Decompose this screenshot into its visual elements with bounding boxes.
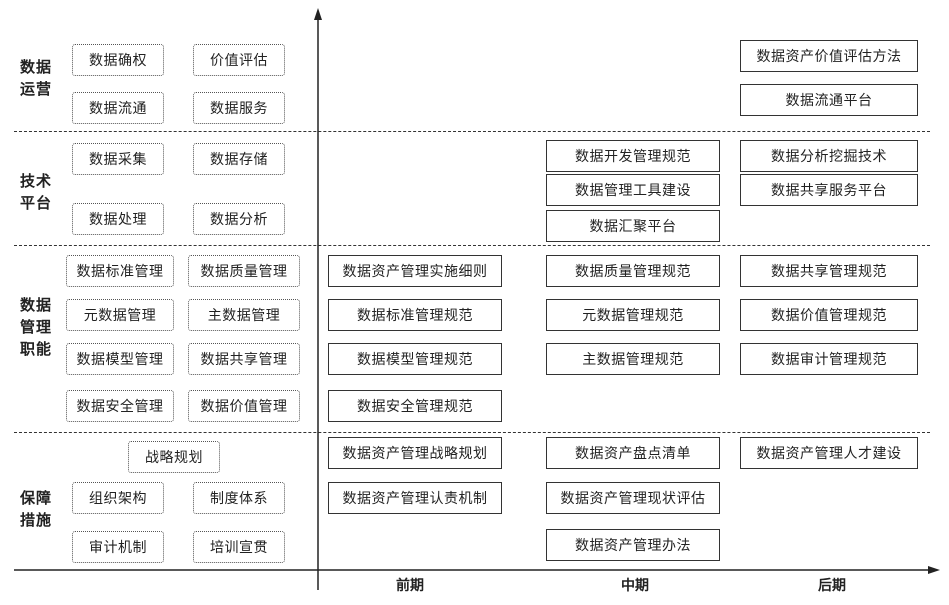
section-divider (14, 432, 930, 433)
capability-box: 数据确权 (72, 44, 164, 76)
capability-box: 培训宣贯 (193, 531, 285, 563)
late-phase-item: 数据共享服务平台 (740, 174, 918, 206)
phase-label-late: 后期 (818, 578, 846, 594)
capability-box: 审计机制 (72, 531, 164, 563)
capability-box: 元数据管理 (66, 299, 174, 331)
capability-box: 数据存储 (193, 143, 285, 175)
late-phase-item: 数据资产价值评估方法 (740, 40, 918, 72)
capability-box: 价值评估 (193, 44, 285, 76)
category-tech-platform: 技术 平台 (20, 172, 53, 212)
capability-box: 组织架构 (72, 482, 164, 514)
late-phase-item: 数据流通平台 (740, 84, 918, 116)
capability-box: 数据采集 (72, 143, 164, 175)
capability-box: 数据服务 (193, 92, 285, 124)
mid-phase-item: 数据资产管理现状评估 (546, 482, 720, 514)
mid-phase-item: 主数据管理规范 (546, 343, 720, 375)
mid-phase-item: 数据开发管理规范 (546, 140, 720, 172)
early-phase-item: 数据资产管理认责机制 (328, 482, 502, 514)
mid-phase-item: 数据质量管理规范 (546, 255, 720, 287)
late-phase-item: 数据资产管理人才建设 (740, 437, 918, 469)
capability-box: 战略规划 (128, 441, 220, 473)
category-data-operation: 数据 运营 (20, 58, 53, 98)
mid-phase-item: 数据资产管理办法 (546, 529, 720, 561)
category-data-management: 数据 管理 职能 (20, 296, 53, 358)
capability-box: 数据价值管理 (188, 390, 300, 422)
capability-box: 数据质量管理 (188, 255, 300, 287)
capability-box: 数据流通 (72, 92, 164, 124)
mid-phase-item: 元数据管理规范 (546, 299, 720, 331)
capability-box: 主数据管理 (188, 299, 300, 331)
capability-box: 数据处理 (72, 203, 164, 235)
early-phase-item: 数据安全管理规范 (328, 390, 502, 422)
mid-phase-item: 数据资产盘点清单 (546, 437, 720, 469)
late-phase-item: 数据共享管理规范 (740, 255, 918, 287)
phase-label-mid: 中期 (621, 578, 649, 594)
section-divider (14, 131, 930, 132)
early-phase-item: 数据模型管理规范 (328, 343, 502, 375)
mid-phase-item: 数据管理工具建设 (546, 174, 720, 206)
late-phase-item: 数据分析挖掘技术 (740, 140, 918, 172)
early-phase-item: 数据标准管理规范 (328, 299, 502, 331)
capability-box: 数据分析 (193, 203, 285, 235)
late-phase-item: 数据价值管理规范 (740, 299, 918, 331)
capability-box: 数据模型管理 (66, 343, 174, 375)
section-divider (14, 245, 930, 246)
capability-box: 数据标准管理 (66, 255, 174, 287)
early-phase-item: 数据资产管理实施细则 (328, 255, 502, 287)
capability-box: 数据共享管理 (188, 343, 300, 375)
capability-box: 制度体系 (193, 482, 285, 514)
category-safeguards: 保障 措施 (20, 489, 53, 529)
capability-box: 数据安全管理 (66, 390, 174, 422)
late-phase-item: 数据审计管理规范 (740, 343, 918, 375)
early-phase-item: 数据资产管理战略规划 (328, 437, 502, 469)
mid-phase-item: 数据汇聚平台 (546, 210, 720, 242)
phase-label-early: 前期 (396, 578, 424, 594)
